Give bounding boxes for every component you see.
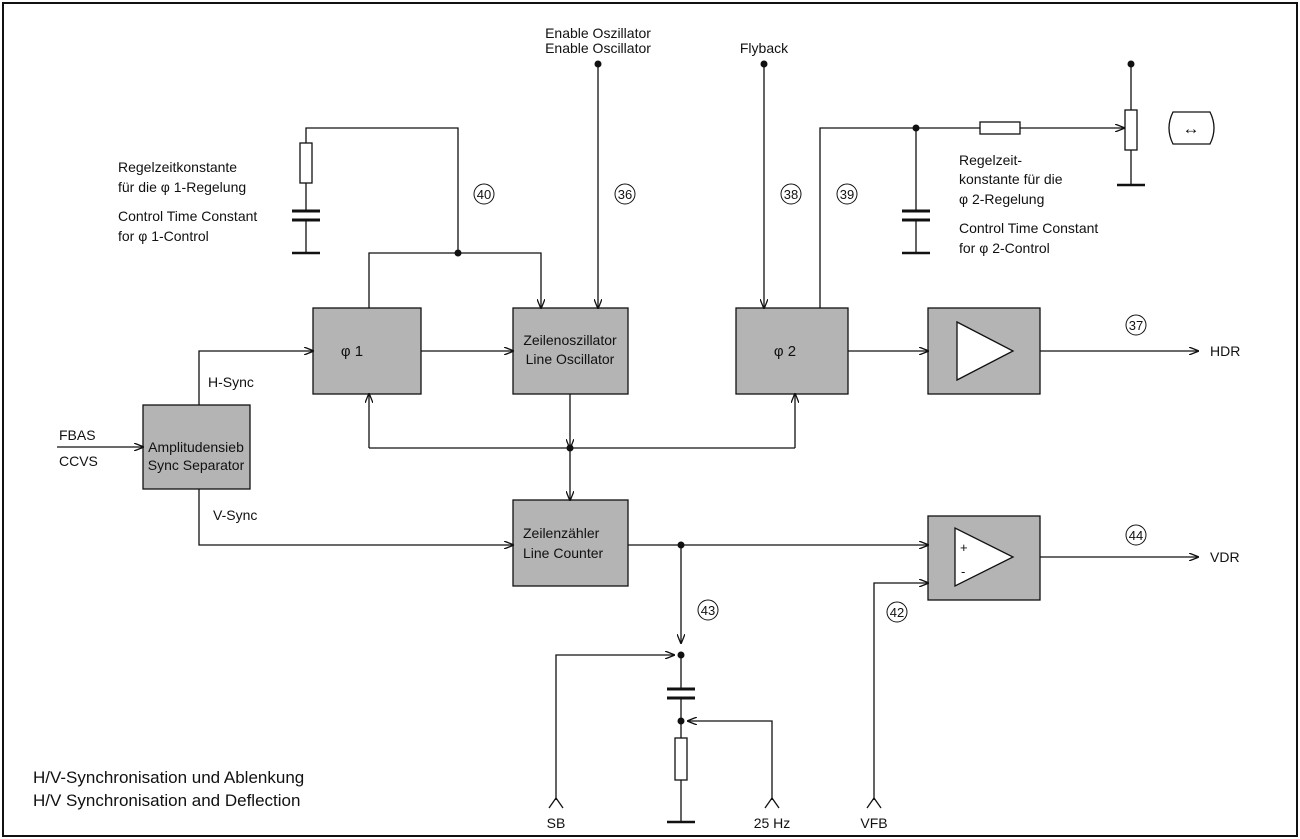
pin43-lower-node	[677, 717, 685, 725]
counter-label-de: Zeilenzähler	[523, 525, 600, 541]
sb-chevron-l	[548, 797, 557, 809]
phi1-note-de-2: für die φ 1-Regelung	[118, 179, 246, 195]
hdr-amplifier-symbol	[956, 320, 1015, 382]
pin-39-marker	[836, 183, 858, 205]
phi1-note-de-1: Regelzeitkonstante	[118, 159, 237, 175]
pin-37-label: 37	[1129, 318, 1143, 333]
pin-44-label: 44	[1129, 528, 1143, 543]
caption-de: H/V-Synchronisation und Ablenkung	[33, 768, 304, 787]
sb-label: SB	[547, 815, 566, 831]
adjust-symbol: ↔	[1183, 119, 1200, 138]
vfb-chevron-l	[866, 797, 875, 809]
sb-chevron-r	[555, 797, 564, 809]
phi2-note-de-2: konstante für die	[959, 171, 1063, 187]
pin-40-marker	[473, 183, 495, 205]
pin-36-label: 36	[618, 187, 632, 202]
potentiometer	[1124, 109, 1138, 151]
phi1-resistor	[299, 142, 313, 184]
caption-en: H/V Synchronisation and Deflection	[33, 791, 300, 810]
line-counter-block	[512, 499, 629, 587]
vfb-label: VFB	[860, 815, 887, 831]
phi2-note-de-1: Regelzeit-	[959, 152, 1022, 168]
hsync-label: H-Sync	[208, 374, 254, 390]
phi2-label: φ 2	[774, 343, 796, 360]
pin-42-marker	[886, 601, 908, 623]
ccvs-label: CCVS	[59, 453, 98, 469]
pin40-wire	[305, 127, 459, 253]
hz25-chevron-r	[771, 797, 780, 809]
pin-36-marker	[614, 183, 636, 205]
phi1-note-en-2: for φ 1-Control	[118, 228, 209, 244]
sync-separator-label-de: Amplitudensieb	[148, 439, 244, 455]
pin39-wire	[819, 127, 980, 308]
vfb-wire	[873, 583, 928, 800]
vsync-label: V-Sync	[213, 507, 257, 523]
comparator-plus: +	[960, 540, 968, 555]
comparator-minus: -	[961, 564, 965, 579]
hz25-label: 25 Hz	[754, 815, 791, 831]
sb-wire	[555, 655, 674, 800]
fbas-label: FBAS	[59, 427, 96, 443]
flyback-label: Flyback	[740, 40, 789, 56]
pin-43-marker	[697, 599, 719, 621]
pin-37-marker	[1125, 314, 1147, 336]
pin-38-marker	[780, 183, 802, 205]
hsync-wire	[198, 351, 313, 405]
phi1-label: φ 1	[341, 343, 363, 360]
osc-label-de: Zeilenoszillator	[523, 332, 617, 348]
sync-separator-label-en: Sync Separator	[148, 457, 245, 473]
hz25-wire	[688, 721, 773, 800]
enable-terminal	[594, 60, 602, 68]
counter-label-en: Line Counter	[523, 545, 604, 561]
phi1-filter-wire	[368, 252, 541, 308]
phi1-block	[312, 307, 422, 395]
adjust-badge	[1168, 111, 1215, 145]
osc-label-en: Line Oscillator	[526, 351, 615, 367]
vdr-label: VDR	[1210, 549, 1240, 565]
pin-38-label: 38	[784, 187, 798, 202]
phi2-note-en-2: for φ 2-Control	[959, 240, 1050, 256]
vfb-chevron-r	[873, 797, 882, 809]
phi2-note-en-1: Control Time Constant	[959, 220, 1098, 236]
sync-separator-block	[142, 404, 251, 490]
phi2-series-resistor	[979, 121, 1021, 135]
enable-label-de: Enable Oszillator	[545, 25, 651, 41]
pin-43-label: 43	[701, 603, 715, 618]
pin43-resistor	[674, 737, 688, 781]
hdr-label: HDR	[1210, 343, 1240, 359]
phi1-node	[454, 249, 462, 257]
hz25-chevron-l	[764, 797, 773, 809]
phi1-note-en-1: Control Time Constant	[118, 208, 257, 224]
pin-40-label: 40	[477, 187, 491, 202]
pin-44-marker	[1125, 524, 1147, 546]
pin-42-label: 42	[890, 605, 904, 620]
vdr-comparator-block	[927, 515, 1041, 601]
line-oscillator-block	[512, 307, 629, 395]
phi2-note-de-3: φ 2-Regelung	[959, 191, 1044, 207]
comparator-symbol	[954, 526, 1015, 588]
flyback-terminal	[760, 60, 768, 68]
vsync-wire	[198, 489, 513, 545]
enable-label-en: Enable Oscillator	[545, 40, 651, 56]
pin-39-label: 39	[840, 187, 854, 202]
